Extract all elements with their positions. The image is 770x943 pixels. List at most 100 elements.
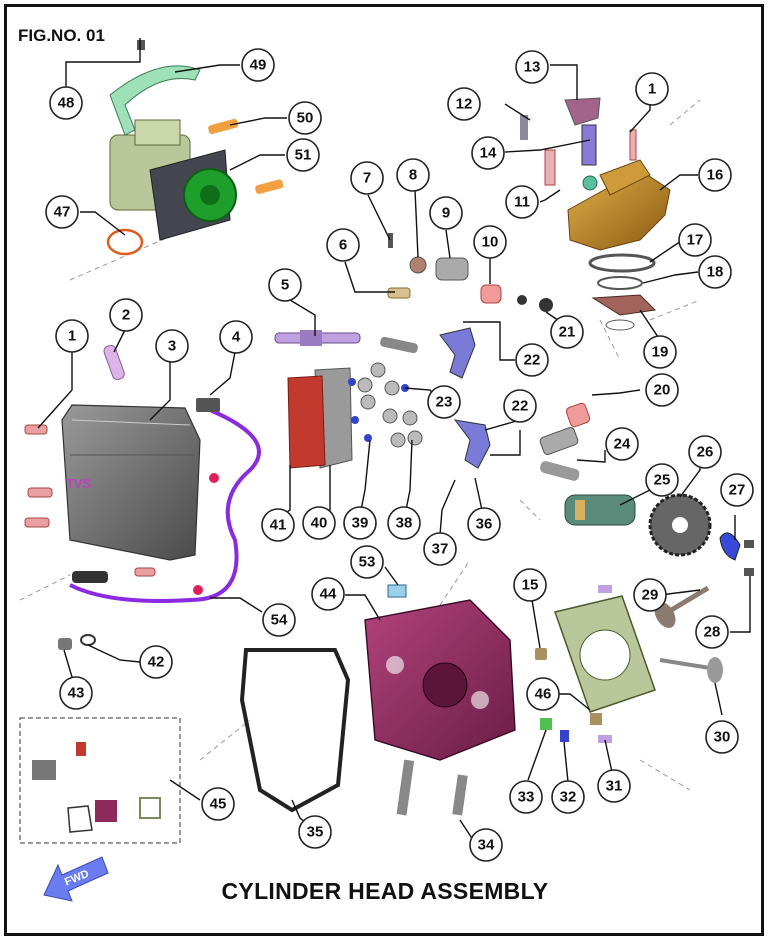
svg-text:45: 45: [210, 796, 227, 813]
callout-49: 49: [241, 48, 275, 82]
callout-35: 35: [298, 815, 332, 849]
callout-12: 12: [447, 87, 481, 121]
callout-26: 26: [688, 435, 722, 469]
svg-text:43: 43: [68, 685, 85, 702]
callout-53: 53: [350, 545, 384, 579]
svg-text:44: 44: [320, 586, 337, 603]
svg-text:51: 51: [295, 147, 312, 164]
callout-46: 46: [526, 677, 560, 711]
svg-text:42: 42: [148, 654, 165, 671]
callout-48: 48: [49, 86, 83, 120]
small-parts: [58, 540, 754, 743]
svg-text:49: 49: [250, 57, 267, 74]
head-gasket: [554, 595, 656, 713]
callout-15: 15: [513, 568, 547, 602]
cylinder-head-cover: TVS: [61, 344, 201, 561]
gasket-plates: [287, 367, 353, 469]
callout-43: 43: [59, 676, 93, 710]
callout-23: 23: [427, 385, 461, 419]
callout-9: 9: [429, 196, 463, 230]
callout-40: 40: [302, 506, 336, 540]
throttle-body-assembly: [106, 40, 284, 256]
callout-34: 34: [469, 828, 503, 862]
callout-6: 6: [326, 228, 360, 262]
callout-16: 16: [698, 158, 732, 192]
valve-parts: [387, 233, 553, 312]
callout-10: 10: [473, 225, 507, 259]
callout-25: 25: [645, 463, 679, 497]
spark-plug: [274, 330, 361, 346]
callout-22b: 22: [503, 389, 537, 423]
svg-text:18: 18: [707, 264, 724, 281]
callout-51: 51: [286, 138, 320, 172]
svg-text:14: 14: [480, 145, 497, 162]
intake-manifold: [520, 97, 671, 331]
svg-text:50: 50: [297, 110, 314, 127]
svg-text:19: 19: [652, 344, 669, 361]
svg-text:9: 9: [442, 205, 450, 222]
svg-text:32: 32: [560, 789, 577, 806]
callout-32: 32: [551, 780, 585, 814]
callout-45: 45: [201, 787, 235, 821]
callout-3: 3: [155, 329, 189, 363]
callout-54: 54: [262, 603, 296, 637]
callout-1a: 1: [55, 319, 89, 353]
svg-text:53: 53: [359, 554, 376, 571]
callout-18: 18: [698, 255, 732, 289]
callout-22a: 22: [515, 343, 549, 377]
svg-text:1: 1: [68, 328, 76, 345]
svg-text:2: 2: [122, 307, 130, 324]
callout-17: 17: [678, 223, 712, 257]
svg-text:16: 16: [707, 167, 724, 184]
cylinder-head: [364, 584, 516, 816]
svg-text:25: 25: [654, 472, 671, 489]
callout-1b: 1: [635, 72, 669, 106]
svg-text:33: 33: [518, 789, 535, 806]
rocker-arms: [380, 327, 491, 469]
callout-21: 21: [550, 315, 584, 349]
svg-text:31: 31: [606, 778, 623, 795]
callout-33: 33: [509, 780, 543, 814]
fwd-arrow-icon: FWD: [43, 856, 109, 902]
page-title: CYLINDER HEAD ASSEMBLY: [221, 878, 549, 904]
callouts: 48 49 50 51 47 1 2 3 4 5 6 7 8 9 10 21 2…: [45, 48, 754, 862]
callout-37: 37: [423, 532, 457, 566]
callout-19: 19: [643, 335, 677, 369]
callout-2: 2: [109, 298, 143, 332]
svg-text:37: 37: [432, 541, 449, 558]
camshaft-and-sprocket: [539, 402, 741, 561]
callout-11: 11: [505, 185, 539, 219]
callout-47: 47: [45, 195, 79, 229]
callout-44: 44: [311, 577, 345, 611]
callout-41: 41: [261, 508, 295, 542]
callout-39: 39: [343, 506, 377, 540]
svg-text:39: 39: [352, 515, 369, 532]
callout-4: 4: [219, 320, 253, 354]
callout-27: 27: [720, 473, 754, 507]
svg-text:30: 30: [714, 729, 731, 746]
svg-text:20: 20: [654, 382, 671, 399]
callout-50: 50: [288, 101, 322, 135]
svg-text:22: 22: [524, 352, 541, 369]
svg-text:40: 40: [311, 515, 328, 532]
svg-text:5: 5: [281, 277, 289, 294]
callout-20: 20: [645, 373, 679, 407]
callout-30: 30: [705, 720, 739, 754]
svg-text:6: 6: [339, 237, 347, 254]
svg-text:10: 10: [482, 234, 499, 251]
drawing-border: [4, 4, 764, 936]
svg-text:34: 34: [478, 837, 495, 854]
figure-number: FIG.NO. 01: [18, 26, 105, 45]
callout-31: 31: [597, 769, 631, 803]
svg-text:21: 21: [559, 324, 576, 341]
svg-text:54: 54: [271, 612, 288, 629]
svg-text:35: 35: [307, 824, 324, 841]
svg-text:38: 38: [396, 515, 413, 532]
callout-28: 28: [695, 615, 729, 649]
callout-36: 36: [467, 507, 501, 541]
reference-inset: [19, 717, 181, 844]
svg-text:7: 7: [363, 170, 371, 187]
svg-text:41: 41: [270, 517, 287, 534]
svg-text:15: 15: [522, 577, 539, 594]
callout-42: 42: [139, 645, 173, 679]
